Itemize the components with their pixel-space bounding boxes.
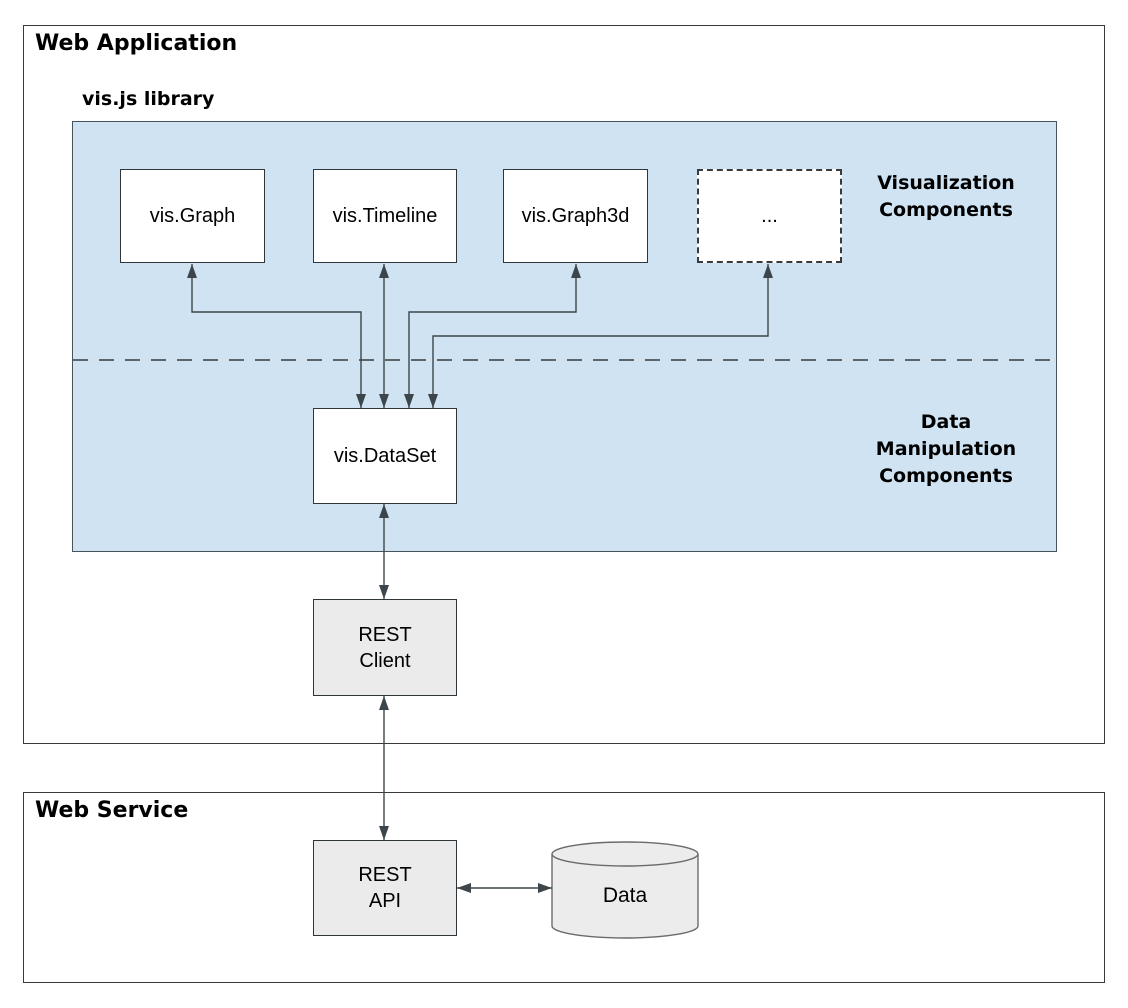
rest-api-box: REST API bbox=[313, 840, 457, 936]
visjs-library-title: vis.js library bbox=[82, 88, 215, 110]
web-service-title: Web Service bbox=[35, 798, 189, 823]
component-box-vis-graph: vis.Graph bbox=[120, 169, 265, 263]
data-manipulation-components-group-label: Data Manipulation Components bbox=[875, 411, 1017, 487]
rest-client-box: REST Client bbox=[313, 599, 457, 696]
dataset-label: vis.DataSet bbox=[333, 445, 437, 467]
visualization-components-group-label: Visualization Components bbox=[877, 172, 1015, 221]
component-label: ... bbox=[761, 205, 778, 227]
component-label: vis.Timeline bbox=[332, 205, 438, 227]
component-box-vis-graph3d: vis.Graph3d bbox=[503, 169, 648, 263]
component-box-vis-timeline: vis.Timeline bbox=[313, 169, 457, 263]
data-store-label: Data bbox=[602, 884, 648, 907]
component-label: vis.Graph bbox=[149, 205, 236, 227]
dataset-box: vis.DataSet bbox=[313, 408, 457, 504]
web-application-title: Web Application bbox=[35, 31, 238, 56]
component-label: vis.Graph3d bbox=[521, 205, 630, 227]
component-box-ellipsis: ... bbox=[697, 169, 842, 263]
